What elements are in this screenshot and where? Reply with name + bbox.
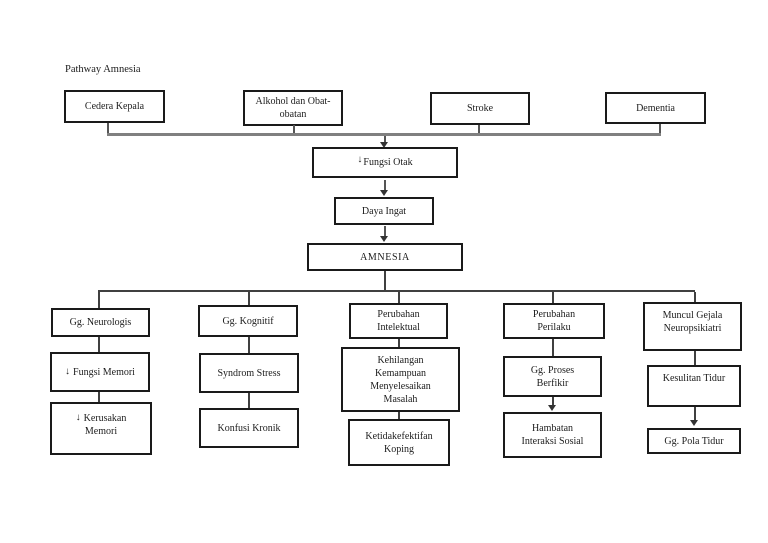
node-label: Perubahan xyxy=(377,309,420,320)
node-daya-ingat: Daya Ingat xyxy=(334,197,434,225)
node-perubahan-perilaku: Perubahan Perilaku xyxy=(503,303,605,339)
node-label: Berfikir xyxy=(536,377,569,389)
node-label: ↓Fungsi Otak xyxy=(357,154,413,168)
arrowhead-down-icon xyxy=(548,405,556,411)
connector-line xyxy=(552,397,554,406)
node-label: Stroke xyxy=(466,103,494,114)
node-gg-pola-tidur: Gg. Pola Tidur xyxy=(647,428,741,454)
connector-line xyxy=(552,292,554,303)
connector-line xyxy=(98,337,100,352)
node-cedera-kepala: Cedera Kepala xyxy=(64,90,165,123)
node-label: Muncul Gejala xyxy=(662,310,723,321)
arrowhead-down-icon xyxy=(380,190,388,196)
connector-line xyxy=(478,125,480,135)
node-label: obatan xyxy=(279,109,307,120)
connector-line xyxy=(694,407,696,421)
node-muncul-gejala-neuropsikiatri: Muncul Gejala Neuropsikiatri xyxy=(643,302,742,351)
down-arrow-glyph: ↓ xyxy=(357,154,363,165)
node-label: Neuropsikiatri xyxy=(663,323,722,334)
node-label: Perubahan xyxy=(532,309,576,320)
node-kesulitan-tidur: Kesulitan Tidur xyxy=(647,365,741,407)
node-konfusi-kronik: Konfusi Kronik xyxy=(199,408,299,448)
node-fungsi-otak: ↓Fungsi Otak xyxy=(312,147,458,178)
node-perubahan-intelektual: Perubahan Intelektual xyxy=(349,303,448,339)
node-label: Memori xyxy=(84,426,118,437)
node-label: Konfusi Kronik xyxy=(217,422,281,434)
connector-line xyxy=(107,123,109,135)
connector-line xyxy=(398,412,400,419)
collector-line xyxy=(107,133,661,136)
node-label: Kesulitan Tidur xyxy=(662,373,726,384)
node-dementia: Dementia xyxy=(605,92,706,124)
node-fungsi-memori: ↓Fungsi Memori xyxy=(50,352,150,392)
node-label: ↓Kerusakan xyxy=(75,412,127,424)
node-label: Kehilangan xyxy=(377,354,424,366)
node-gg-neurologis: Gg. Neurologis xyxy=(51,308,150,337)
node-alkohol-dan-obat-obatan: Alkohol dan Obat- obatan xyxy=(243,90,343,126)
page-title: Pathway Amnesia xyxy=(65,64,141,75)
node-label: Hambatan xyxy=(531,423,574,434)
connector-line xyxy=(384,180,386,191)
node-hambatan-interaksi-sosial: Hambatan Interaksi Sosial xyxy=(503,412,602,458)
connector-line xyxy=(694,351,696,365)
connector-line xyxy=(659,124,661,135)
node-gg-proses-berfikir: Gg. Proses Berfikir xyxy=(503,356,602,397)
node-label: Syndrom Stress xyxy=(217,367,281,379)
node-label: Intelektual xyxy=(377,322,420,333)
connector-line xyxy=(248,292,250,305)
node-amnesia: AMNESIA xyxy=(307,243,463,271)
node-label: Daya Ingat xyxy=(361,205,407,217)
node-label: Gg. Kognitif xyxy=(222,315,274,327)
connector-line xyxy=(398,292,400,303)
node-syndrom-stress: Syndrom Stress xyxy=(199,353,299,393)
node-label: Gg. Neurologis xyxy=(69,317,132,328)
arrowhead-down-icon xyxy=(690,420,698,426)
connector-line xyxy=(98,292,100,308)
connector-line xyxy=(248,393,250,408)
down-arrow-glyph: ↓ xyxy=(65,365,71,377)
node-label: Perilaku xyxy=(537,322,571,333)
node-label: Koping xyxy=(384,443,414,455)
node-label: AMNESIA xyxy=(360,251,410,263)
node-kerusakan-memori: ↓Kerusakan Memori xyxy=(50,402,152,455)
connector-line xyxy=(98,392,100,402)
node-label: Dementia xyxy=(636,102,675,114)
node-gg-kognitif: Gg. Kognitif xyxy=(198,305,298,337)
connector-line xyxy=(398,339,400,347)
connector-line xyxy=(293,125,295,135)
node-label: Alkohol dan Obat- xyxy=(255,96,331,107)
node-label: Gg. Proses xyxy=(530,364,575,376)
node-label: Ketidakefektifan xyxy=(365,430,433,442)
connector-line xyxy=(384,226,386,237)
node-kehilangan-kemampuan: Kehilangan Kemampuan Menyelesaikan Masal… xyxy=(341,347,460,412)
node-label: Kemampuan xyxy=(374,367,427,379)
connector-line xyxy=(552,339,554,356)
node-label: Interaksi Sosial xyxy=(521,436,584,447)
node-ketidakefektifan-koping: Ketidakefektifan Koping xyxy=(348,419,450,466)
connector-line xyxy=(384,136,386,143)
connector-line xyxy=(248,337,250,353)
node-label: Masalah xyxy=(383,393,418,405)
node-label: Cedera Kepala xyxy=(84,101,145,112)
arrowhead-down-icon xyxy=(380,236,388,242)
branch-collector-line xyxy=(98,290,695,292)
node-label: Menyelesaikan xyxy=(370,380,431,392)
connector-line xyxy=(384,271,386,291)
node-label: Gg. Pola Tidur xyxy=(664,435,724,447)
node-label: ↓Fungsi Memori xyxy=(65,365,135,378)
connector-line xyxy=(694,292,696,302)
node-stroke: Stroke xyxy=(430,92,530,125)
arrowhead-down-icon xyxy=(380,142,388,148)
down-arrow-glyph: ↓ xyxy=(75,412,81,423)
